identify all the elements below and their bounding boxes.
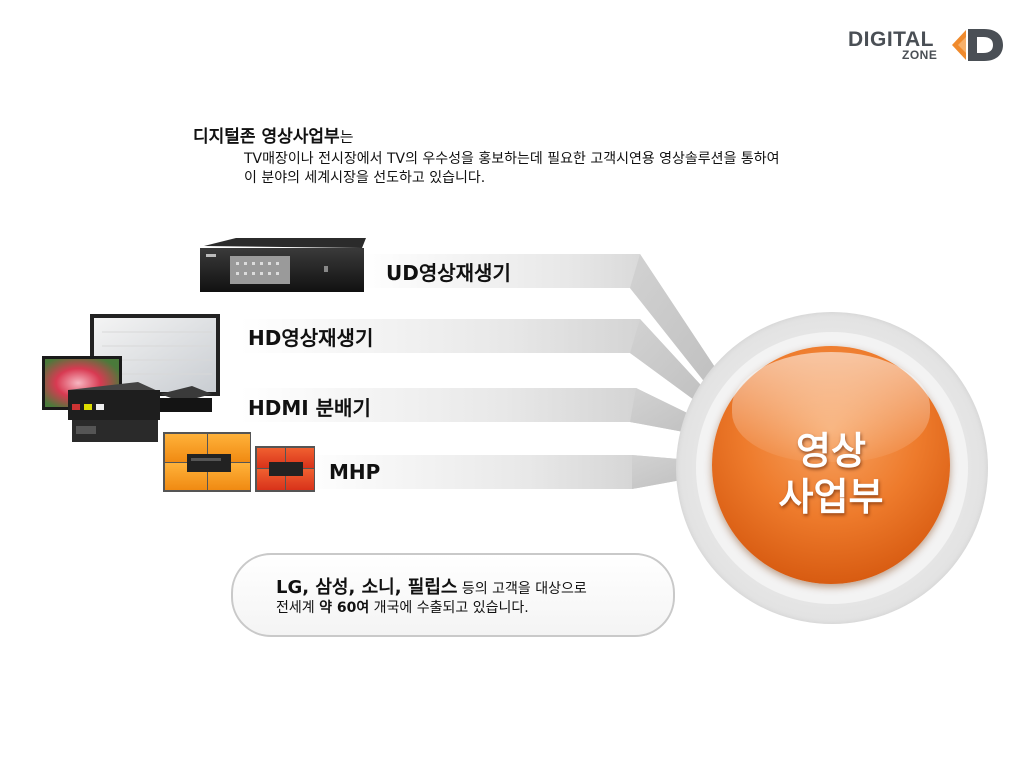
- intro-title-bold: 디지털존 영상사업부: [193, 127, 340, 147]
- band-hdmi: [240, 388, 718, 438]
- logo-word-digital: DIGITAL: [848, 28, 934, 51]
- intro-title-suffix: 는: [339, 128, 354, 146]
- customer-line-1: LG, 삼성, 소니, 필립스 등의 고객을 대상으로: [276, 573, 587, 599]
- customer-brands: LG, 삼성, 소니, 필립스: [276, 577, 458, 598]
- customer-line-1-rest: 등의 고객을 대상으로: [457, 581, 587, 597]
- intro-title: 디지털존 영상사업부는: [193, 122, 354, 147]
- digital-zone-logo: DIGITAL ZONE: [848, 26, 1004, 66]
- product-label-hdmi: HDMI 분배기: [248, 396, 371, 420]
- customer-line-2-pre: 전세계: [276, 600, 320, 616]
- hub-label-line-1: 영상: [796, 429, 866, 473]
- intro-line-1: TV매장이나 전시장에서 TV의 우수성을 홍보하는데 필요한 고객시연용 영상…: [244, 151, 780, 167]
- customer-line-2-post: 개국에 수출되고 있습니다.: [369, 600, 529, 616]
- customer-line-2: 전세계 약 60여 개국에 수출되고 있습니다.: [276, 597, 529, 617]
- band-hd: [240, 319, 722, 416]
- product-label-hd: HD영상재생기: [248, 326, 374, 350]
- media-player-box-icon: [200, 238, 366, 292]
- product-label-ud: UD영상재생기: [386, 261, 511, 285]
- intro-description: TV매장이나 전시장에서 TV의 우수성을 홍보하는데 필요한 고객시연용 영상…: [244, 150, 904, 188]
- product-label-mhp: MHP: [329, 460, 381, 484]
- band-mhp: [300, 455, 714, 489]
- hub-circle-gloss: [732, 352, 930, 462]
- hub-label-line-2: 사업부: [778, 475, 884, 519]
- logo-word-zone: ZONE: [902, 48, 938, 62]
- intro-line-2: 이 분야의 세계시장을 선도하고 있습니다.: [244, 170, 486, 186]
- display-and-player-icon: [42, 314, 220, 442]
- hub-label: 영상 사업부: [712, 428, 950, 520]
- video-wall-icon: [163, 432, 315, 492]
- customer-info-box: [231, 553, 675, 637]
- customer-country-count: 약 60여: [319, 600, 370, 616]
- logo-d-mark-icon: [952, 29, 1003, 61]
